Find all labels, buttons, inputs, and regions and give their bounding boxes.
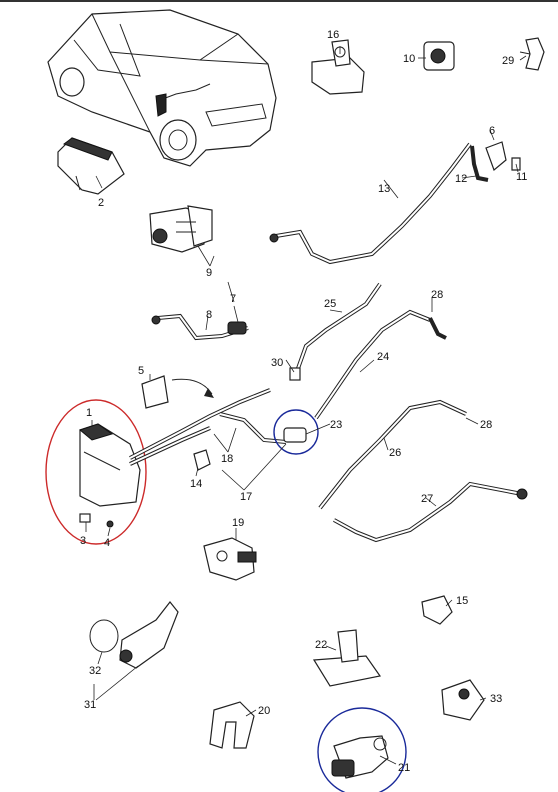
callout-30: 30 <box>271 357 283 369</box>
callout-20: 20 <box>258 705 270 717</box>
part-15-clip <box>421 595 453 625</box>
part-26-hose <box>318 399 467 510</box>
top-border <box>0 0 558 2</box>
callout-15: 15 <box>456 595 468 607</box>
part-18-hoses <box>129 388 287 471</box>
callout-18: 18 <box>221 453 233 465</box>
callout-11: 11 <box>516 171 527 183</box>
callout-26: 26 <box>389 447 401 459</box>
callout-labels: 1 2 3 4 5 6 7 8 9 10 11 12 13 14 15 16 1… <box>80 29 527 774</box>
part-9-bracket <box>149 205 213 253</box>
callout-29: 29 <box>502 55 514 67</box>
callout-13: 13 <box>378 183 390 195</box>
callout-16: 16 <box>327 29 339 41</box>
part-1-canister <box>45 399 147 545</box>
callout-4: 4 <box>104 537 110 549</box>
callout-25: 25 <box>324 298 336 310</box>
part-22-clip <box>312 629 382 687</box>
callout-28-lower: 28 <box>480 419 492 431</box>
callout-12: 12 <box>455 173 467 185</box>
callout-3: 3 <box>80 535 86 547</box>
callout-22: 22 <box>315 639 327 651</box>
callout-7: 7 <box>230 293 236 305</box>
leader-lines <box>85 46 527 765</box>
part-13-hose <box>269 141 521 265</box>
callout-19: 19 <box>232 517 244 529</box>
part-23-valve <box>273 409 319 455</box>
callout-17: 17 <box>240 491 252 503</box>
callout-28-upper: 28 <box>431 289 443 301</box>
part-33-clip <box>441 679 485 721</box>
part-25-rod <box>289 282 382 381</box>
blue-highlight-circle-21 <box>317 707 407 792</box>
part-31-fitting <box>89 601 179 669</box>
part-27-hose <box>333 481 528 543</box>
callout-2: 2 <box>98 197 104 209</box>
blue-highlight-circle <box>273 409 319 455</box>
part-20-clip <box>209 701 255 749</box>
callout-6: 6 <box>489 125 495 137</box>
callout-1: 1 <box>86 407 92 419</box>
callout-5: 5 <box>138 365 144 377</box>
part-16-clip <box>311 39 365 95</box>
part-10-grommet <box>423 41 455 71</box>
part-29-clip <box>519 37 545 71</box>
callout-23: 23 <box>330 419 342 431</box>
part-19-solenoid <box>203 537 257 581</box>
callout-33: 33 <box>490 693 502 705</box>
callout-9: 9 <box>206 267 212 279</box>
part-5-clip <box>141 375 214 409</box>
car-illustration <box>47 9 277 167</box>
callout-21: 21 <box>398 762 410 774</box>
callout-24: 24 <box>377 351 389 363</box>
callout-27: 27 <box>421 493 433 505</box>
callout-14: 14 <box>190 478 202 490</box>
part-2-cover <box>57 137 125 195</box>
callout-32: 32 <box>89 665 101 677</box>
part-21-valve <box>317 707 407 792</box>
callout-10: 10 <box>403 53 415 65</box>
part-24-hose <box>314 309 447 420</box>
callout-8: 8 <box>206 309 212 321</box>
red-highlight-circle <box>45 399 147 545</box>
callout-31: 31 <box>84 699 96 711</box>
part-8-hose <box>151 313 249 341</box>
